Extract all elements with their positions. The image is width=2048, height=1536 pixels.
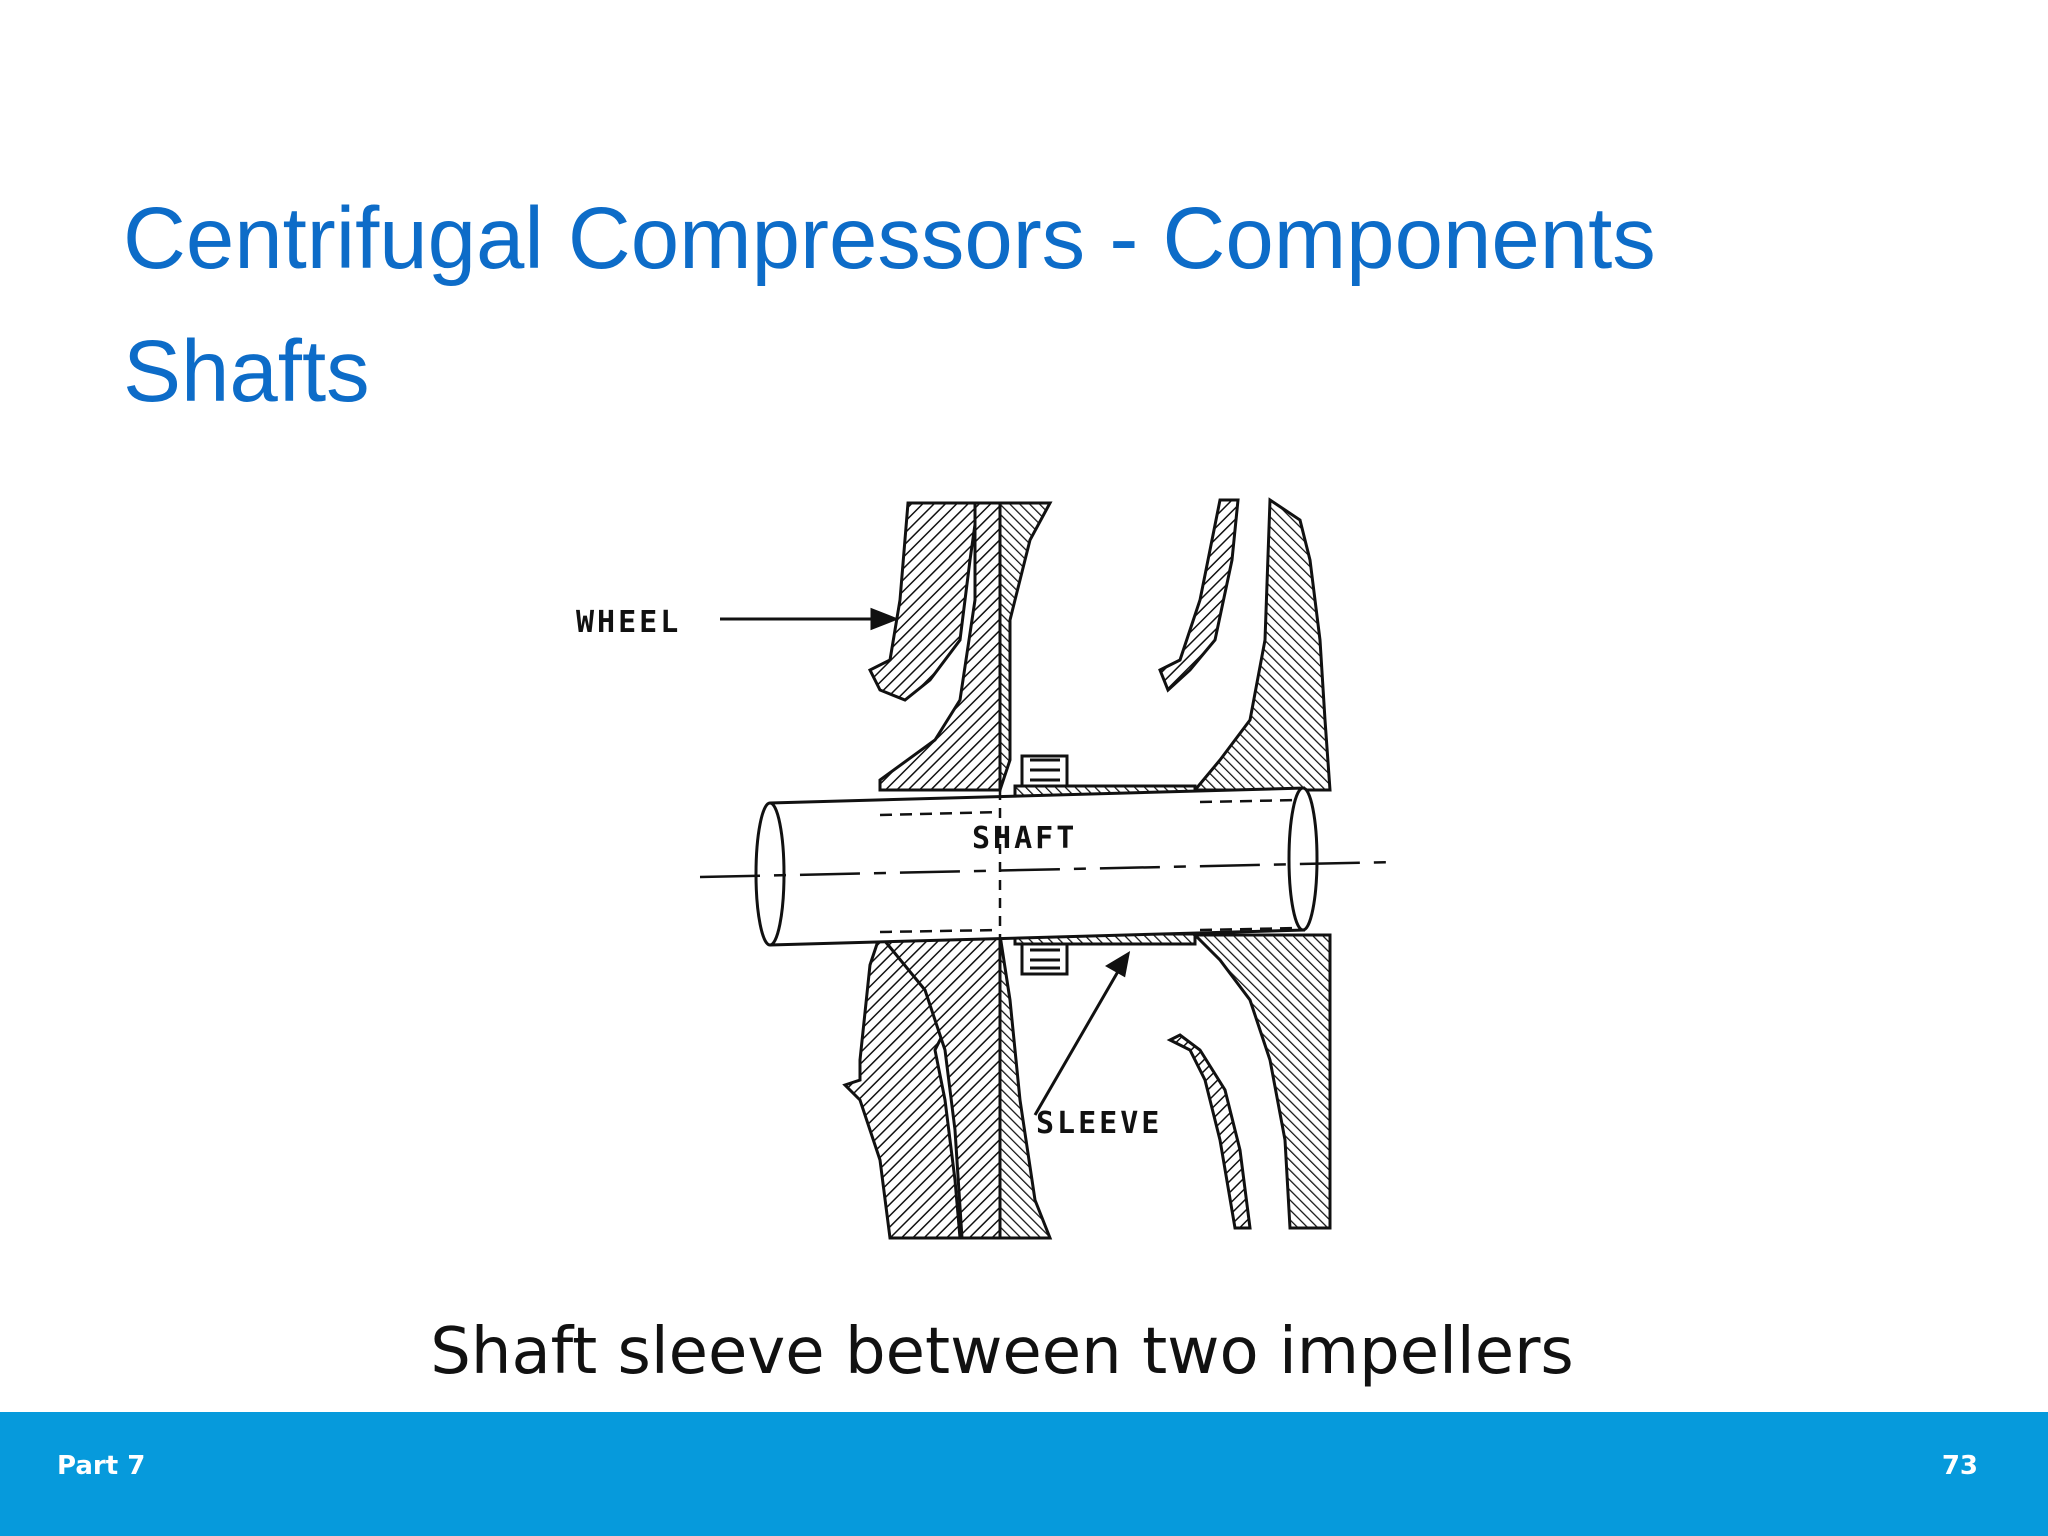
footer-bar: Part 7 73 xyxy=(0,1412,2048,1536)
caption-text: Shaft sleeve between two impellers xyxy=(430,1315,1574,1389)
wheel-left-impeller xyxy=(842,501,1053,1240)
title-line-1: Centrifugal Compressors - Components xyxy=(123,190,1656,287)
footer-section-label: Part 7 xyxy=(57,1451,146,1481)
slide-title: Centrifugal Compressors - Components Sha… xyxy=(123,172,1656,438)
label-arrows xyxy=(720,607,1131,1116)
figure-caption: Shaft sleeve between two impellers xyxy=(0,1312,2048,1392)
label-shaft: SHAFT xyxy=(972,821,1077,856)
page-number: 73 xyxy=(1941,1451,1978,1481)
shaft xyxy=(699,786,1396,950)
label-wheel: WHEEL xyxy=(576,605,681,640)
wheel-right-impeller xyxy=(1158,497,1332,1230)
shaft-sleeve xyxy=(1013,754,1197,976)
label-sleeve: SLEEVE xyxy=(1036,1106,1162,1141)
shaft-sleeve-diagram: WHEEL SHAFT SLEEVE xyxy=(576,497,1396,1240)
title-line-2: Shafts xyxy=(123,323,370,420)
